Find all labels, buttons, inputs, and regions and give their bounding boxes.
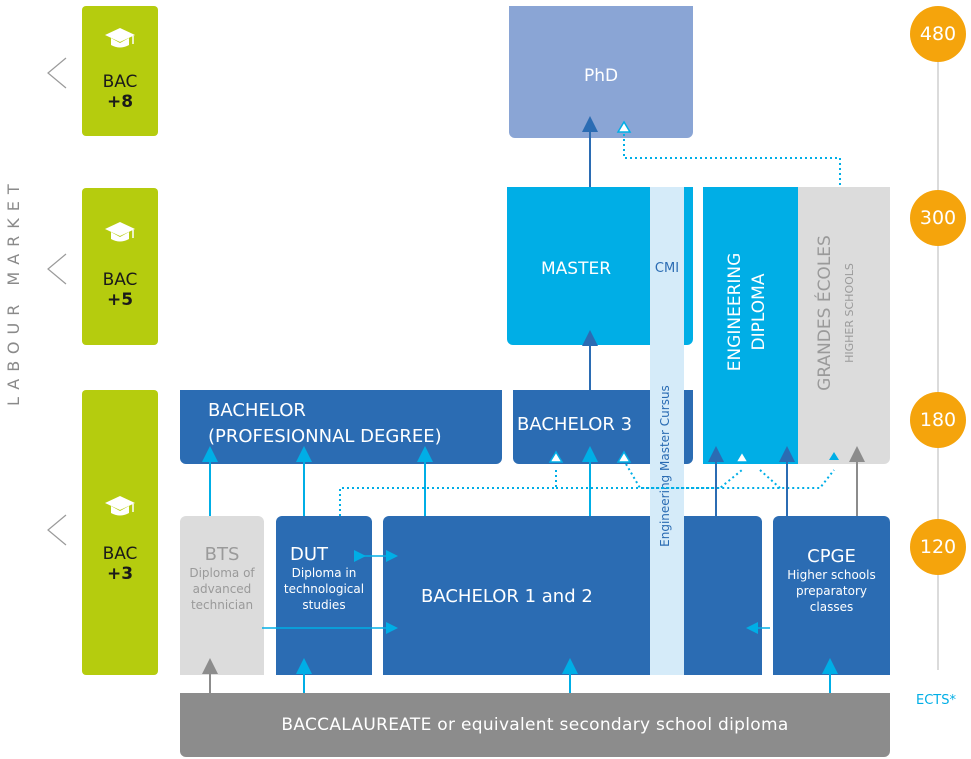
bachelor-pro-line2: (PROFESIONNAL DEGREE) (208, 426, 442, 447)
cpge-sub-3: classes (809, 600, 854, 614)
dut-box: DUT Diploma in technological studies (276, 516, 372, 675)
dut-title: DUT (289, 544, 329, 565)
ects-180-badge: 180 (910, 392, 966, 448)
graduation-cap-icon (105, 28, 135, 48)
engineering-label: ENGINEERING DIPLOMA (723, 212, 773, 412)
bachelor-1-2-box: BACHELOR 1 and 2 (383, 516, 762, 675)
bac-label: BAC (102, 544, 138, 564)
baccalaureate-label: BACCALAUREATE or equivalent secondary sc… (281, 715, 789, 735)
bts-sub-2: advanced (192, 582, 252, 596)
grandes-ecoles-label: GRANDES ÉCOLES HIGHER SCHOOLS (812, 213, 864, 413)
dut-sub-3: studies (302, 598, 346, 612)
ects-300-badge: 300 (910, 190, 966, 246)
bac-label: BAC (102, 72, 138, 92)
phd-box: PhD (509, 6, 693, 138)
bac-level-5: BAC +5 (82, 188, 158, 345)
graduation-cap-icon (105, 222, 135, 242)
bts-box: BTS Diploma of advanced technician (180, 516, 264, 675)
chevron-left-icon (47, 57, 67, 89)
cpge-sub-2: preparatory (795, 584, 867, 598)
engineering-diploma-box: ENGINEERING DIPLOMA (703, 187, 798, 464)
labour-market-label: LABOUR MARKET (4, 177, 23, 406)
baccalaureate-bar: BACCALAUREATE or equivalent secondary sc… (180, 693, 890, 757)
engineering-line1: ENGINEERING (725, 252, 745, 372)
grandes-ecoles-title: GRANDES ÉCOLES (815, 235, 835, 391)
bac-level-8: BAC +8 (82, 6, 158, 136)
phd-label: PhD (583, 66, 619, 86)
graduation-cap-icon (105, 496, 135, 516)
dut-sub-1: Diploma in (291, 566, 357, 580)
bac-label: BAC (102, 270, 138, 290)
master-label: MASTER (541, 259, 612, 279)
cmi-column: CMI Engineering Master Cursus (650, 187, 684, 675)
bac-level-3: BAC +3 (82, 390, 158, 675)
cpge-title: CPGE (807, 546, 856, 567)
bachelor-pro-line1: BACHELOR (208, 400, 306, 421)
cpge-sub-1: Higher schools (787, 568, 876, 582)
grandes-ecoles-box: GRANDES ÉCOLES HIGHER SCHOOLS (798, 187, 890, 464)
bts-title: BTS (204, 544, 240, 565)
cmi-label: CMI (654, 261, 680, 276)
bachelor-1-2-label: BACHELOR 1 and 2 (421, 586, 593, 607)
bac-plus-label: +8 (106, 92, 134, 112)
bac-plus-label: +5 (106, 290, 134, 310)
cmi-full-label: Engineering Master Cursus (658, 385, 672, 547)
ects-480-badge: 480 (910, 6, 966, 62)
higher-schools-label: HIGHER SCHOOLS (843, 263, 856, 363)
bts-sub-3: technician (190, 598, 254, 612)
bts-sub-1: Diploma of (189, 566, 255, 580)
ects-120-badge: 120 (910, 519, 966, 575)
engineering-line2: DIPLOMA (749, 273, 769, 351)
chevron-left-icon (47, 253, 67, 285)
cpge-box: CPGE Higher schools preparatory classes (773, 516, 890, 675)
bac-plus-label: +3 (106, 564, 134, 584)
bachelor-3-label: BACHELOR 3 (517, 414, 633, 435)
chevron-left-icon (47, 514, 67, 546)
bachelor-professional-box: BACHELOR (PROFESIONNAL DEGREE) (180, 390, 502, 464)
dut-sub-2: technological (283, 582, 365, 596)
ects-label: ECTS* (916, 693, 956, 708)
